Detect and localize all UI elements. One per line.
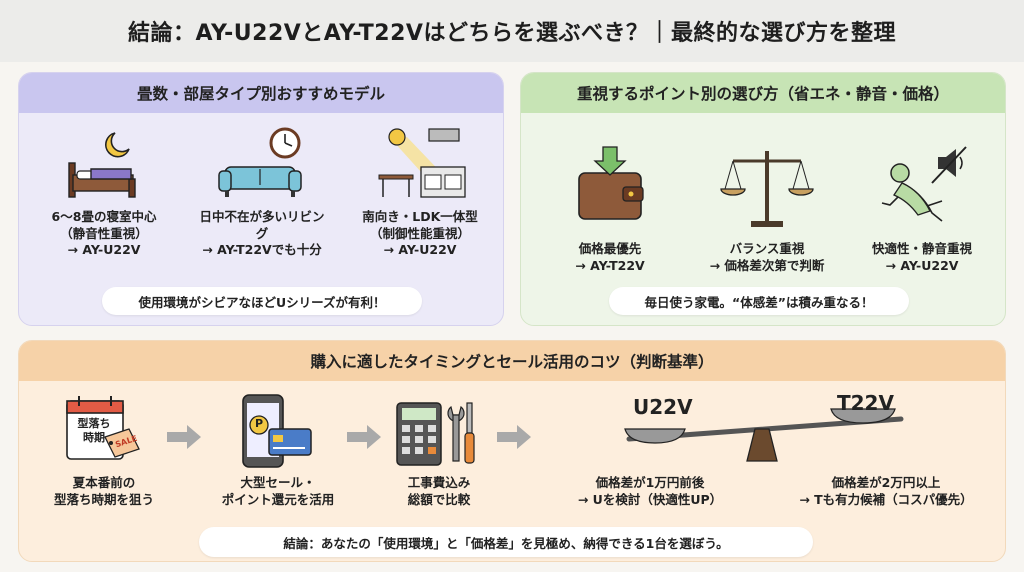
comfort-line-2: → AY-U22V: [885, 257, 959, 273]
timing-panel: 購入に適したタイミングとセール活用のコツ（判断基準） 型落ち 時期 SALE 夏…: [18, 340, 1006, 562]
page-title: 結論：AY-U22VとAY-T22Vはどちらを選ぶべき？｜最終的な選び方を整理: [128, 21, 896, 46]
ldk-line-3: → AY-U22V: [383, 242, 457, 257]
title-bar: 結論：AY-U22VとAY-T22Vはどちらを選ぶべき？｜最終的な選び方を整理: [0, 0, 1024, 62]
step-sale: 大型セール・ ポイント還元を活用: [205, 475, 351, 509]
case-left: 価格差が1万円前後 → Uを検討（快適性UP）: [555, 475, 745, 509]
point-option-balance: バランス重視 → 価格差次第で判断: [687, 137, 847, 274]
living-line-2: グ: [255, 225, 269, 241]
rooms-panel: 畳数・部屋タイプ別おすすめモデル 6〜8畳の寝室中心 （静音性重視） → AY-…: [18, 72, 504, 326]
room-option-living: 日中不在が多いリビン グ → AY-T22Vでも十分: [187, 125, 337, 259]
case-right: 価格差が2万円以上 → Tも有力候補（コスパ優先）: [781, 475, 991, 509]
price-line-1: 価格最優先: [578, 241, 642, 256]
bed-moon-icon: [29, 125, 179, 201]
case-left-line-2: → Uを検討（快適性UP）: [577, 491, 723, 507]
bedroom-line-1: 6〜8畳の寝室中心: [51, 209, 157, 224]
calendar-sale-icon: 型落ち 時期 SALE: [63, 393, 143, 469]
rooms-note: 使用環境がシビアなほどUシリーズが有利！: [102, 287, 422, 315]
step-sale-line-2: ポイント還元を活用: [221, 491, 335, 507]
arrow-right-icon-3: [497, 425, 531, 449]
rooms-panel-heading: 畳数・部屋タイプ別おすすめモデル: [19, 73, 503, 113]
wallet-icon: [535, 137, 685, 233]
arrow-right-icon-1: [167, 425, 201, 449]
bedroom-line-2: （静音性重視）: [60, 225, 148, 241]
arrow-right-icon-2: [347, 425, 381, 449]
case-right-line-2: → Tも有力候補（コスパ優先）: [799, 491, 973, 507]
calculator-tools-icon: [393, 397, 483, 471]
seesaw-scale-icon: [624, 408, 904, 462]
price-line-2: → AY-T22V: [575, 257, 645, 273]
living-line-3: → AY-T22Vでも十分: [202, 242, 322, 257]
ldk-sun-icon: [345, 125, 495, 201]
step-total-line-1: 工事費込み: [407, 475, 471, 490]
calendar-text-1: 型落ち: [77, 417, 111, 430]
relaxing-mute-icon: [847, 137, 997, 233]
step-season: 夏本番前の 型落ち時期を狙う: [39, 475, 169, 509]
points-icon-label: P: [254, 417, 264, 430]
step-sale-line-1: 大型セール・: [240, 475, 316, 490]
smartphone-card-icon: P: [237, 391, 317, 471]
point-option-comfort: 快適性・静音重視 → AY-U22V: [847, 137, 997, 274]
timing-panel-heading: 購入に適したタイミングとセール活用のコツ（判断基準）: [19, 341, 1005, 381]
balance-line-1: バランス重視: [729, 241, 805, 256]
scale-right-label: T22V: [837, 391, 894, 415]
calendar-text-2: 時期: [83, 430, 105, 444]
ldk-line-2: （制御性能重視）: [369, 225, 470, 241]
case-left-line-1: 価格差が1万円前後: [595, 475, 705, 490]
balance-scale-icon: [687, 137, 847, 233]
living-line-1: 日中不在が多いリビン: [199, 209, 325, 224]
balance-line-2: → 価格差次第で判断: [709, 257, 825, 273]
points-panel-heading: 重視するポイント別の選び方（省エネ・静音・価格）: [521, 73, 1005, 113]
step-total-line-2: 総額で比較: [407, 491, 471, 507]
points-note: 毎日使う家電。“体感差”は積み重なる！: [609, 287, 909, 315]
ldk-line-1: 南向き・LDK一体型: [362, 209, 478, 224]
step-season-line-2: 型落ち時期を狙う: [53, 491, 154, 507]
scale-left-label: U22V: [633, 395, 693, 419]
point-option-price: 価格最優先 → AY-T22V: [535, 137, 685, 274]
bedroom-line-3: → AY-U22V: [67, 242, 141, 257]
timing-conclusion: 結論：あなたの「使用環境」と「価格差」を見極め、納得できる1台を選ぼう。: [199, 527, 813, 557]
sofa-clock-icon: [187, 125, 337, 201]
points-panel: 重視するポイント別の選び方（省エネ・静音・価格） 価格最優先 → AY-T22V: [520, 72, 1006, 326]
room-option-ldk: 南向き・LDK一体型 （制御性能重視） → AY-U22V: [345, 125, 495, 259]
room-option-bedroom: 6〜8畳の寝室中心 （静音性重視） → AY-U22V: [29, 125, 179, 259]
step-total: 工事費込み 総額で比較: [375, 475, 503, 509]
comfort-line-1: 快適性・静音重視: [871, 241, 972, 256]
step-season-line-1: 夏本番前の: [72, 475, 136, 490]
case-right-line-1: 価格差が2万円以上: [831, 475, 941, 490]
